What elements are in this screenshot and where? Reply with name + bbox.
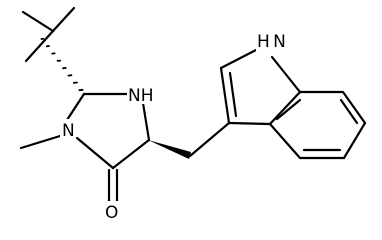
molecule-structure: NH N O H N: [19, 6, 367, 223]
atom-indole-nh: H N: [256, 29, 286, 52]
bond-nh-c5: [141, 101, 151, 142]
bond-n1-c7a: [270, 55, 302, 94]
wedge-bond-c5: [148, 140, 191, 159]
bond-c7-c6: [341, 90, 367, 125]
atom-label-o: O: [105, 203, 118, 223]
atom-label-indole-nh: H N: [257, 32, 286, 52]
bond-c3-c3a: [227, 121, 272, 126]
imidazolidinone-ring: [19, 92, 151, 205]
indole-ring: [219, 47, 367, 160]
bond-ch2-indole: [188, 121, 231, 158]
tert-butyl-group: [21, 6, 76, 63]
bond-tbu-methyl-1: [21, 10, 55, 33]
bond-c3a-c7a: [268, 90, 302, 126]
bond-n3-c2: [65, 92, 86, 122]
atom-label-n: N: [62, 121, 75, 141]
bond-tbu-methyl-3: [24, 29, 55, 63]
atom-oxygen: O: [104, 201, 122, 223]
atom-nh-ring: NH: [127, 84, 155, 106]
bond-c2-n1: [219, 47, 260, 70]
hashed-wedge-bond-c2: [40, 37, 84, 92]
atom-n-methyl: N: [60, 119, 76, 141]
bond-c3-c2: [219, 66, 231, 125]
bond-n-methyl: [19, 134, 62, 150]
bond-c3-c2-inner: [228, 71, 238, 118]
bond-c4-c3a: [268, 122, 302, 160]
atom-label-nh: NH: [128, 86, 154, 106]
bond-c7-c6-inner: [339, 98, 359, 125]
bond-c6-c5: [342, 121, 367, 160]
bond-c4-n3: [75, 136, 115, 170]
bond-tbu-methyl-2: [51, 6, 76, 33]
bond-c5-c4: [111, 138, 151, 170]
bond-c3a-c7a-inner: [275, 98, 302, 121]
